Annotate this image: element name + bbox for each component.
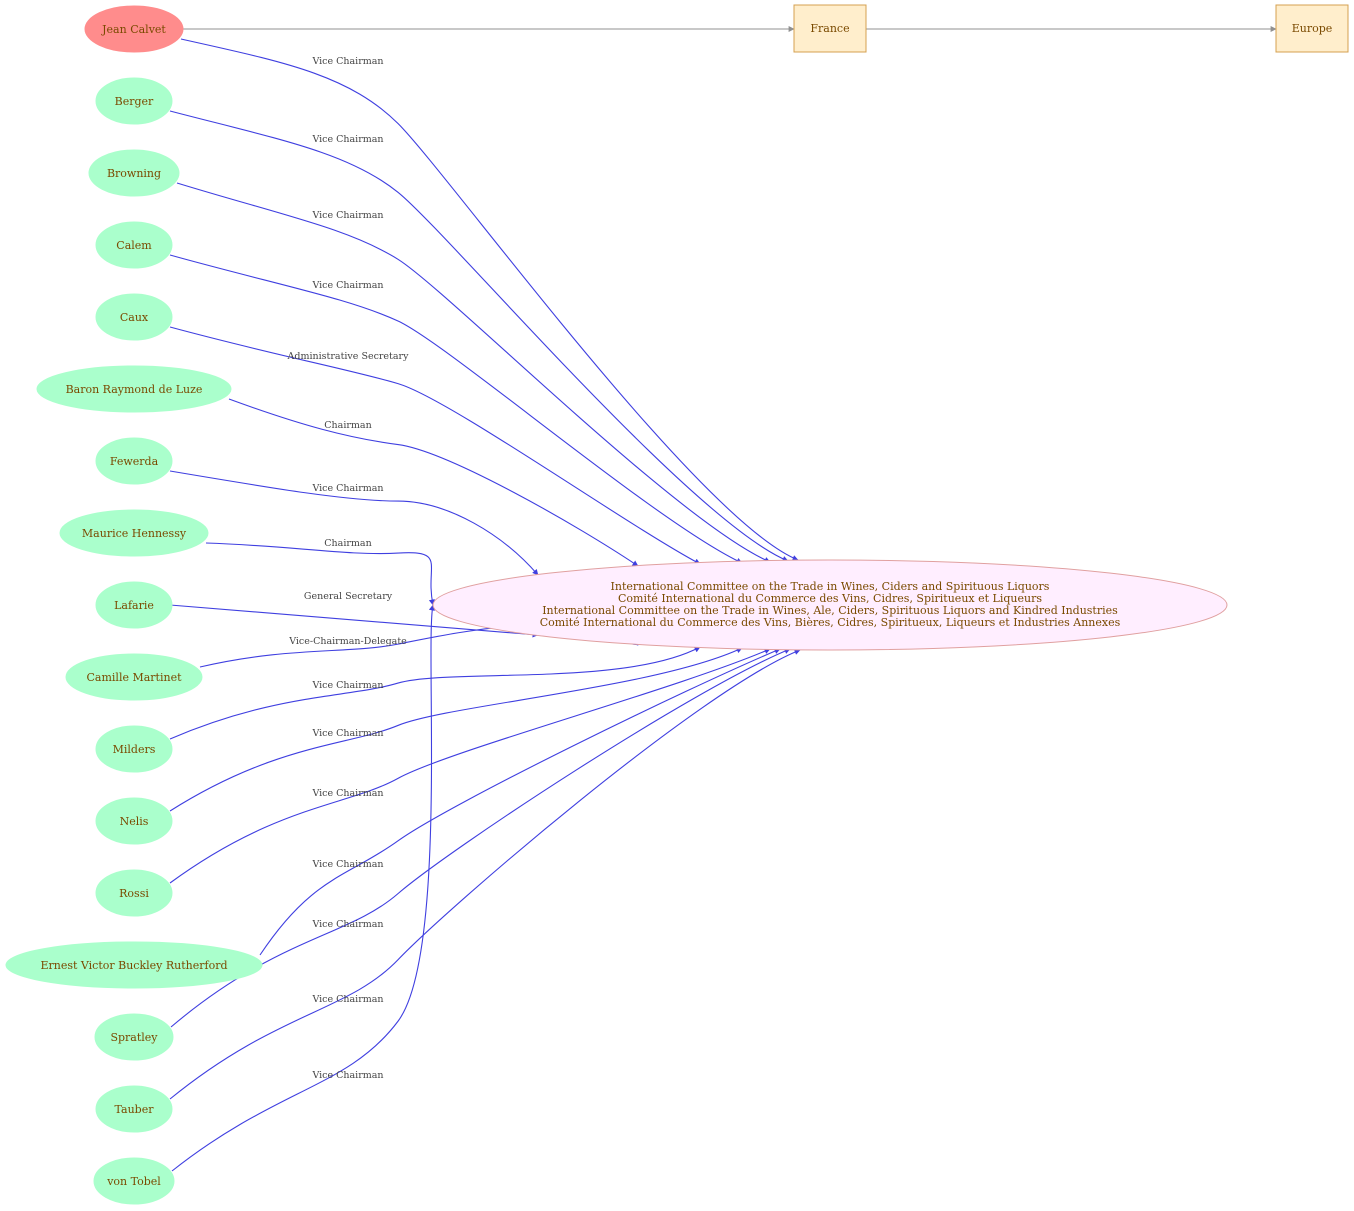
place-node-europe[interactable]: Europe — [1275, 4, 1349, 53]
person-node[interactable]: Rossi — [95, 869, 173, 917]
person-node[interactable]: Spratley — [94, 1013, 174, 1061]
edge-role-label: Vice Chairman — [311, 1070, 383, 1081]
person-ellipse — [36, 365, 232, 413]
person-name-label: Nelis — [120, 815, 149, 828]
person-name-label: Berger — [115, 95, 154, 108]
edge-role-label: Vice Chairman — [311, 210, 383, 221]
committee-name-line-4: Comité International du Commerce des Vin… — [540, 616, 1121, 629]
person-name-label: Maurice Hennessy — [82, 527, 187, 540]
person-node[interactable]: von Tobel — [93, 1157, 175, 1205]
place-node-france[interactable]: France — [793, 4, 867, 53]
person-ellipse — [95, 797, 173, 845]
person-node[interactable]: Maurice Hennessy — [59, 509, 209, 557]
edge-role-label: Vice Chairman — [311, 788, 383, 799]
edge-role-label: Administrative Secretary — [287, 351, 410, 362]
edge-role-label: Vice Chairman — [311, 680, 383, 691]
edge-role-label: Vice Chairman — [311, 994, 383, 1005]
person-node[interactable]: Browning — [88, 149, 180, 197]
person-name-label: Calem — [116, 239, 152, 252]
person-name-label: Browning — [107, 167, 161, 180]
people-layer: Jean CalvetBergerBrowningCalemCauxBaron … — [5, 5, 263, 1205]
edge-person-to-committee — [259, 648, 781, 956]
edge-person-to-committee — [169, 470, 539, 576]
person-ellipse — [95, 581, 173, 629]
person-ellipse — [95, 437, 173, 485]
person-name-label: Caux — [120, 311, 149, 324]
committee-name-line-1: International Committee on the Trade in … — [611, 580, 1050, 593]
person-ellipse — [93, 1157, 175, 1205]
person-name-label: von Tobel — [106, 1175, 161, 1188]
edge-person-to-committee — [170, 648, 791, 1028]
person-name-label: Milders — [113, 743, 156, 756]
edge-role-label: Chairman — [324, 538, 371, 549]
person-node[interactable]: Milders — [95, 725, 173, 773]
person-ellipse — [88, 149, 180, 197]
committee-name-line-2: Comité International du Commerce des Vin… — [618, 592, 1042, 605]
committee-node[interactable]: International Committee on the Trade in … — [432, 559, 1228, 651]
edge-role-label: Vice Chairman — [311, 919, 383, 930]
person-node[interactable]: Ernest Victor Buckley Rutherford — [5, 941, 263, 989]
committee-name-line-3: International Committee on the Trade in … — [542, 604, 1118, 617]
person-name-label: Baron Raymond de Luze — [66, 383, 203, 396]
person-ellipse — [95, 1085, 173, 1133]
edge-person-to-committee — [176, 182, 771, 563]
place-label-france: France — [810, 22, 849, 35]
edge-role-label: Vice Chairman — [311, 728, 383, 739]
person-ellipse — [95, 293, 173, 341]
edge-person-to-committee — [180, 38, 799, 561]
person-node[interactable]: Nelis — [95, 797, 173, 845]
edge-person-to-committee — [169, 110, 789, 562]
edge-person-to-committee — [169, 326, 701, 565]
person-node[interactable]: Tauber — [95, 1085, 173, 1133]
person-ellipse — [84, 5, 184, 53]
edge-role-label: Vice Chairman — [311, 280, 383, 291]
edge-role-label: General Secretary — [304, 591, 393, 602]
person-node[interactable]: Jean Calvet — [84, 5, 184, 53]
edge-role-label: Vice Chairman — [311, 859, 383, 870]
person-ellipse — [95, 221, 173, 269]
person-name-label: Spratley — [110, 1031, 158, 1044]
person-node[interactable]: Fewerda — [95, 437, 173, 485]
person-ellipse — [65, 653, 203, 701]
person-node[interactable]: Baron Raymond de Luze — [36, 365, 232, 413]
person-node[interactable]: Calem — [95, 221, 173, 269]
person-name-label: Rossi — [119, 887, 149, 900]
edge-person-to-committee — [169, 648, 771, 884]
person-name-label: Camille Martinet — [87, 671, 183, 684]
person-node[interactable]: Camille Martinet — [65, 653, 203, 701]
edge-person-to-committee — [169, 647, 743, 812]
person-ellipse — [95, 869, 173, 917]
edge-person-to-committee — [169, 646, 701, 740]
person-ellipse — [59, 509, 209, 557]
edge-role-label: Vice Chairman — [311, 134, 383, 145]
edge-role-label: Vice Chairman — [311, 56, 383, 67]
edge-person-to-committee — [205, 542, 435, 606]
person-name-label: Tauber — [115, 1103, 155, 1116]
person-node[interactable]: Lafarie — [95, 581, 173, 629]
person-name-label: Fewerda — [110, 455, 159, 468]
person-node[interactable]: Berger — [95, 77, 173, 125]
person-ellipse — [95, 725, 173, 773]
edge-person-to-committee — [169, 254, 743, 564]
person-name-label: Lafarie — [114, 599, 154, 612]
edge-person-to-committee — [169, 649, 801, 1100]
person-node[interactable]: Caux — [95, 293, 173, 341]
person-name-label: Ernest Victor Buckley Rutherford — [40, 959, 227, 972]
edge-person-to-committee — [228, 398, 639, 567]
person-ellipse — [5, 941, 263, 989]
person-ellipse — [95, 77, 173, 125]
edge-role-label: Chairman — [324, 420, 371, 431]
edge-person-to-committee — [171, 604, 435, 1172]
place-label-europe: Europe — [1292, 22, 1333, 35]
edge-role-label: Vice-Chairman-Delegate — [288, 636, 407, 647]
edges-layer — [169, 38, 801, 1172]
person-ellipse — [94, 1013, 174, 1061]
edge-role-label: Vice Chairman — [311, 483, 383, 494]
person-name-label: Jean Calvet — [101, 23, 166, 36]
